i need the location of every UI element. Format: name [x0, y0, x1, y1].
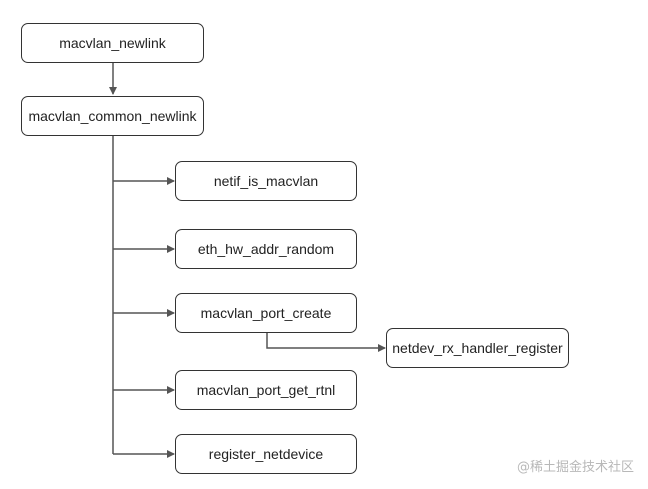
node-netdev-rx-handler-register: netdev_rx_handler_register	[386, 328, 569, 368]
node-register-netdevice: register_netdevice	[175, 434, 357, 474]
node-label: macvlan_common_newlink	[28, 108, 197, 124]
watermark: @稀土掘金技术社区	[516, 460, 634, 475]
node-netif-is-macvlan: netif_is_macvlan	[175, 161, 357, 201]
node-label: macvlan_port_create	[200, 305, 332, 321]
node-label: macvlan_port_get_rtnl	[196, 382, 336, 398]
node-label: netif_is_macvlan	[213, 173, 319, 189]
node-label: macvlan_newlink	[59, 35, 166, 51]
node-label: netdev_rx_handler_register	[392, 340, 563, 356]
node-label: eth_hw_addr_random	[197, 241, 335, 257]
node-eth-hw-addr-random: eth_hw_addr_random	[175, 229, 357, 269]
node-macvlan-newlink: macvlan_newlink	[21, 23, 204, 63]
node-macvlan-common-newlink: macvlan_common_newlink	[21, 96, 204, 136]
node-label: register_netdevice	[208, 446, 324, 462]
node-macvlan-port-create: macvlan_port_create	[175, 293, 357, 333]
arrow-port-create-to-rx-handler	[266, 333, 386, 352]
node-macvlan-port-get-rtnl: macvlan_port_get_rtnl	[175, 370, 357, 410]
